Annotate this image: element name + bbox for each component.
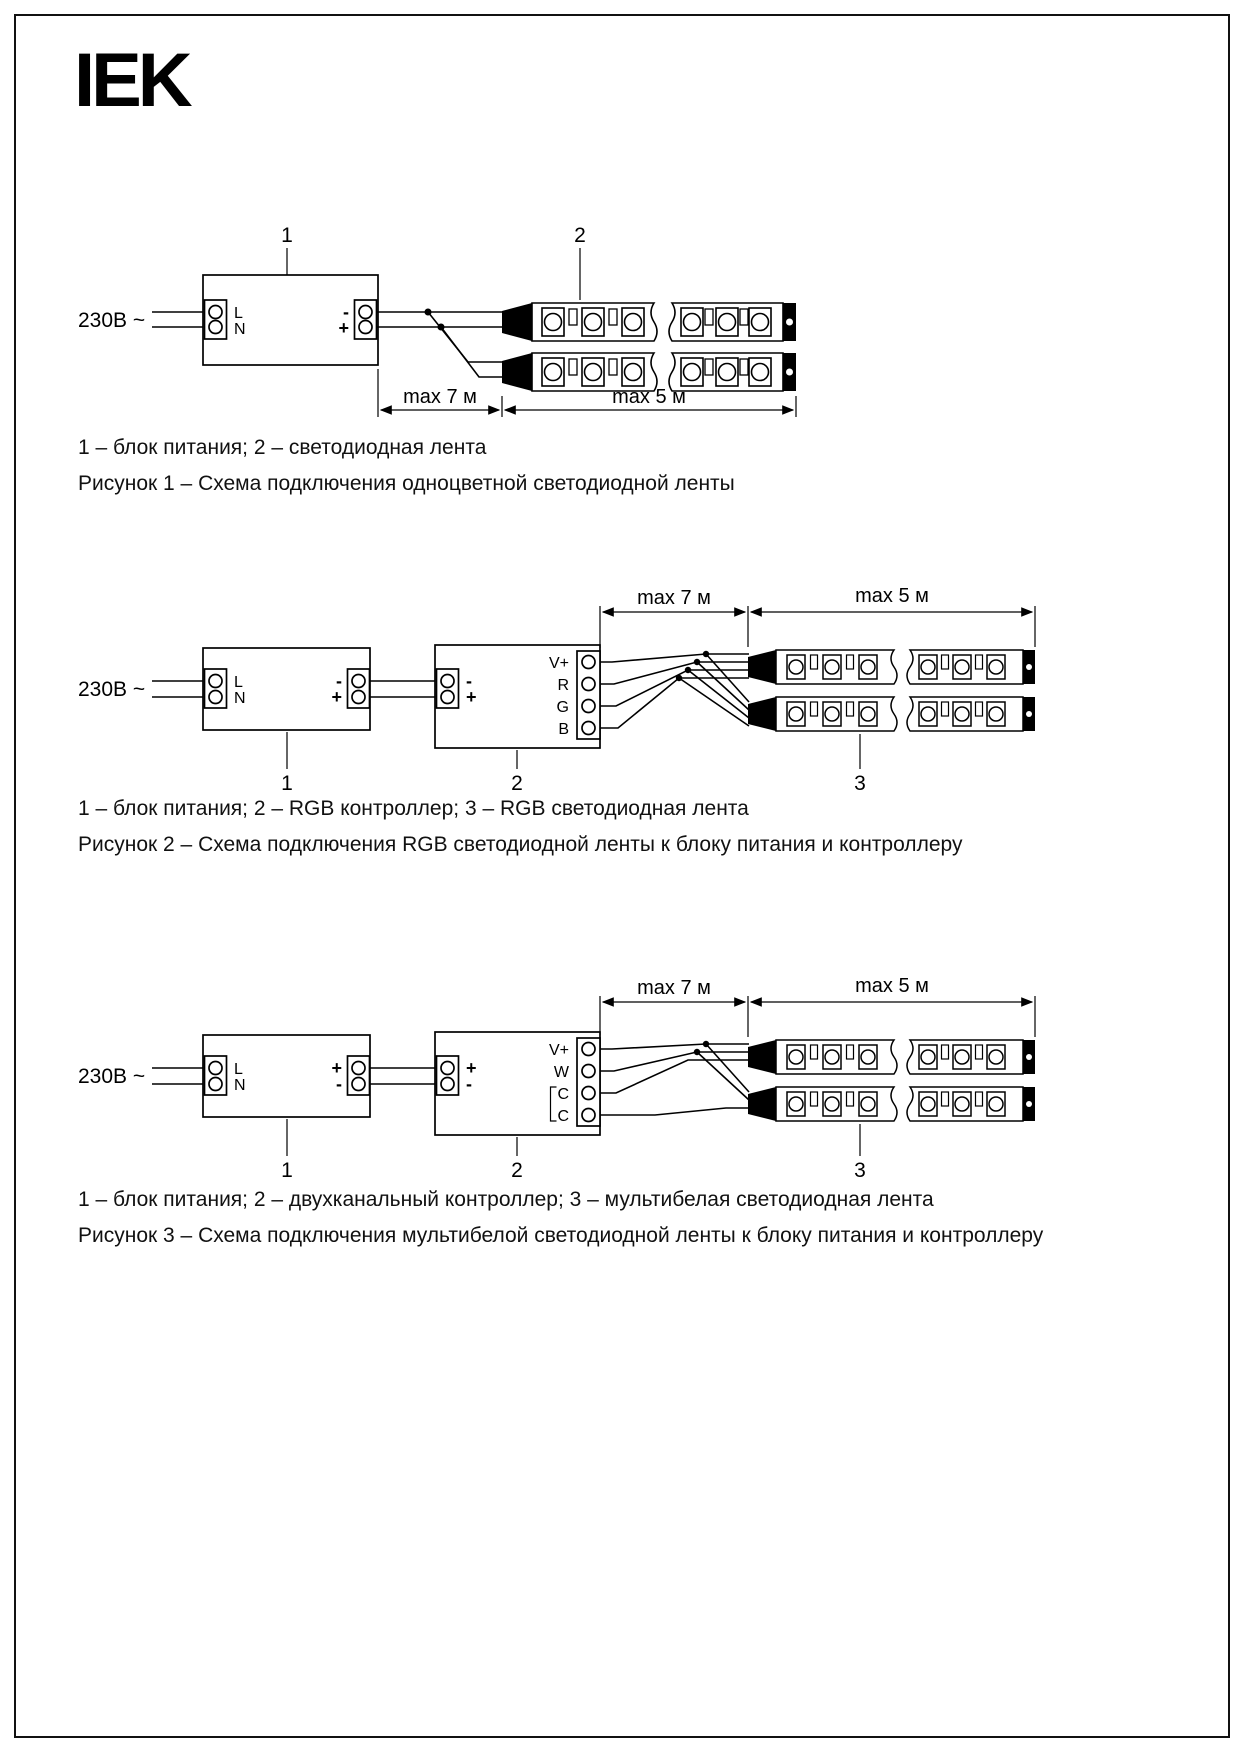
fig1-terminal-n-label: N — [234, 321, 246, 338]
fig2-ctrl-plus-label: + — [466, 687, 477, 707]
figure-1-caption-block: 1 – блок питания; 2 – светодиодная лента… — [78, 436, 735, 508]
fig3-callout-1-label: 1 — [281, 1159, 293, 1182]
fig3-dimensions: max 7 м max 5 м — [599, 975, 1036, 1037]
fig3-ctrl-minus-label: - — [466, 1074, 472, 1094]
fig2-out-b-label: B — [558, 721, 569, 738]
figure-2-diagram: max 7 м max 5 м 230В ~ L N - + — [78, 585, 1244, 795]
fig2-dim-max7-label: max 7 м — [637, 587, 711, 609]
fig1-led-strip-top — [502, 303, 796, 341]
fig1-terminal-l-label: L — [234, 305, 243, 322]
fig3-psu-minus-label: - — [336, 1074, 342, 1094]
fig2-controller-body — [434, 644, 601, 749]
fig2-controller-output-terminals — [576, 650, 601, 740]
fig2-psu-body — [202, 647, 371, 731]
fig1-psu-minus-label: - — [343, 302, 349, 322]
fig3-callout-2: 2 — [511, 1137, 523, 1182]
figure-1-title: Рисунок 1 – Схема подключения одноцветно… — [78, 472, 735, 495]
fig3-voltage-label: 230В ~ — [78, 1065, 145, 1088]
fig1-dim-max7-label: max 7 м — [403, 386, 477, 408]
fig2-terminal-l-label: L — [234, 674, 243, 691]
fig2-callout-1: 1 — [281, 732, 293, 795]
fig3-psu-plus-label: + — [331, 1058, 342, 1078]
fig2-psu-minus-label: - — [336, 671, 342, 691]
fig2-callout-2-label: 2 — [511, 772, 523, 795]
fig1-mains-wires — [152, 311, 204, 328]
fig3-fanout-wires — [600, 1040, 750, 1116]
figure-3-caption-block: 1 – блок питания; 2 – двухканальный конт… — [78, 1188, 1043, 1260]
fig2-callout-3-label: 3 — [854, 772, 866, 795]
fig1-power-supply: L N - + — [202, 274, 379, 366]
fig1-voltage-label: 230В ~ — [78, 309, 145, 332]
fig3-terminal-l-label: L — [234, 1061, 243, 1078]
fig3-psu-to-controller-wires — [369, 1067, 436, 1085]
fig3-controller-body — [434, 1031, 601, 1136]
figure-1-diagram: 1 2 230В ~ L N - + — [78, 224, 1244, 417]
fig2-dimensions: max 7 м max 5 м — [599, 585, 1036, 648]
fig3-callout-1: 1 — [281, 1119, 293, 1182]
fig1-callout-1-label: 1 — [281, 224, 293, 247]
fig3-led-strip-top — [748, 1040, 1035, 1074]
fig3-power-supply: L N + - — [202, 1034, 371, 1118]
iek-logo: IEK — [74, 40, 197, 123]
fig1-dimensions: max 7 м max 5 м — [377, 369, 797, 417]
fig3-dim-max5-label: max 5 м — [855, 975, 929, 997]
fig3-dim-max7-label: max 7 м — [637, 977, 711, 999]
fig2-psu-to-controller-wires — [369, 680, 436, 698]
fig3-out-vplus-label: V+ — [549, 1042, 569, 1059]
fig2-out-vplus-label: V+ — [549, 655, 569, 672]
fig2-mains-wires — [152, 680, 204, 698]
fig2-led-strip-top — [748, 650, 1035, 684]
fig2-rgb-controller: - + V+ R G B — [434, 644, 601, 749]
fig2-out-g-label: G — [557, 699, 569, 716]
fig2-psu-plus-label: + — [331, 687, 342, 707]
fig1-callout-2: 2 — [574, 224, 586, 300]
fig3-c-terminals-bracket — [549, 1086, 557, 1122]
fig2-callout-2: 2 — [511, 750, 523, 795]
fig3-callout-3: 3 — [854, 1124, 866, 1182]
fig2-terminal-n-label: N — [234, 690, 246, 707]
figure-3-legend: 1 – блок питания; 2 – двухканальный конт… — [78, 1188, 934, 1211]
fig3-controller-output-terminals — [576, 1037, 601, 1127]
fig3-out-w-label: W — [554, 1064, 570, 1081]
fig3-ctrl-plus-label: + — [466, 1058, 477, 1078]
fig3-two-channel-controller: + - V+ W C C — [434, 1031, 601, 1136]
fig2-power-supply: L N - + — [202, 647, 371, 731]
fig1-psu-body — [202, 274, 379, 366]
fig1-dim-max5-label: max 5 м — [612, 386, 686, 408]
fig3-terminal-n-label: N — [234, 1077, 246, 1094]
fig3-psu-body — [202, 1034, 371, 1118]
figure-3-diagram: max 7 м max 5 м 230В ~ L N + - — [78, 975, 1244, 1182]
figure-2-title: Рисунок 2 – Схема подключения RGB светод… — [78, 833, 963, 856]
iek-logo-text: IEK — [74, 40, 193, 123]
fig3-out-c1-label: C — [557, 1086, 569, 1103]
fig2-dim-max5-label: max 5 м — [855, 585, 929, 607]
fig2-callout-1-label: 1 — [281, 772, 293, 795]
fig2-voltage-label: 230В ~ — [78, 678, 145, 701]
fig2-ctrl-minus-label: - — [466, 671, 472, 691]
figure-1-legend: 1 – блок питания; 2 – светодиодная лента — [78, 436, 487, 459]
fig3-out-c2-label: C — [557, 1108, 569, 1125]
fig2-callout-3: 3 — [854, 734, 866, 795]
figure-2-legend: 1 – блок питания; 2 – RGB контроллер; 3 … — [78, 797, 749, 820]
fig1-output-wires — [377, 308, 502, 378]
fig3-mains-wires — [152, 1067, 204, 1085]
fig2-out-r-label: R — [557, 677, 569, 694]
fig1-psu-plus-label: + — [338, 318, 349, 338]
fig3-led-strip-bottom — [748, 1087, 1035, 1121]
fig1-callout-2-label: 2 — [574, 224, 586, 247]
figure-3-title: Рисунок 3 – Схема подключения мультибело… — [78, 1224, 1044, 1247]
fig3-callout-3-label: 3 — [854, 1159, 866, 1182]
fig2-led-strip-bottom — [748, 697, 1035, 731]
fig3-callout-2-label: 2 — [511, 1159, 523, 1182]
fig2-fanout-wires — [600, 650, 750, 729]
fig1-callout-1: 1 — [281, 224, 293, 277]
figure-2-caption-block: 1 – блок питания; 2 – RGB контроллер; 3 … — [78, 797, 962, 869]
